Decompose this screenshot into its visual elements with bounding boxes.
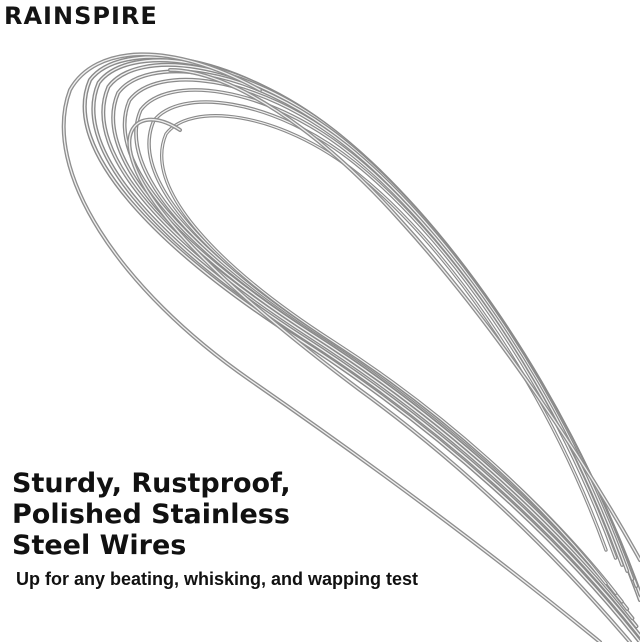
headline-line: Polished Stainless <box>12 499 290 530</box>
brand-logo: RAINSPIRE <box>4 2 158 30</box>
feature-tagline: Up for any beating, whisking, and wappin… <box>16 569 419 589</box>
headline-line: Sturdy, Rustproof, <box>12 468 291 499</box>
whisk-outer-wires <box>61 52 640 642</box>
headline-line: Steel Wires <box>12 530 187 561</box>
feature-headline: Sturdy, Rustproof, Polished Stainless St… <box>12 468 291 561</box>
